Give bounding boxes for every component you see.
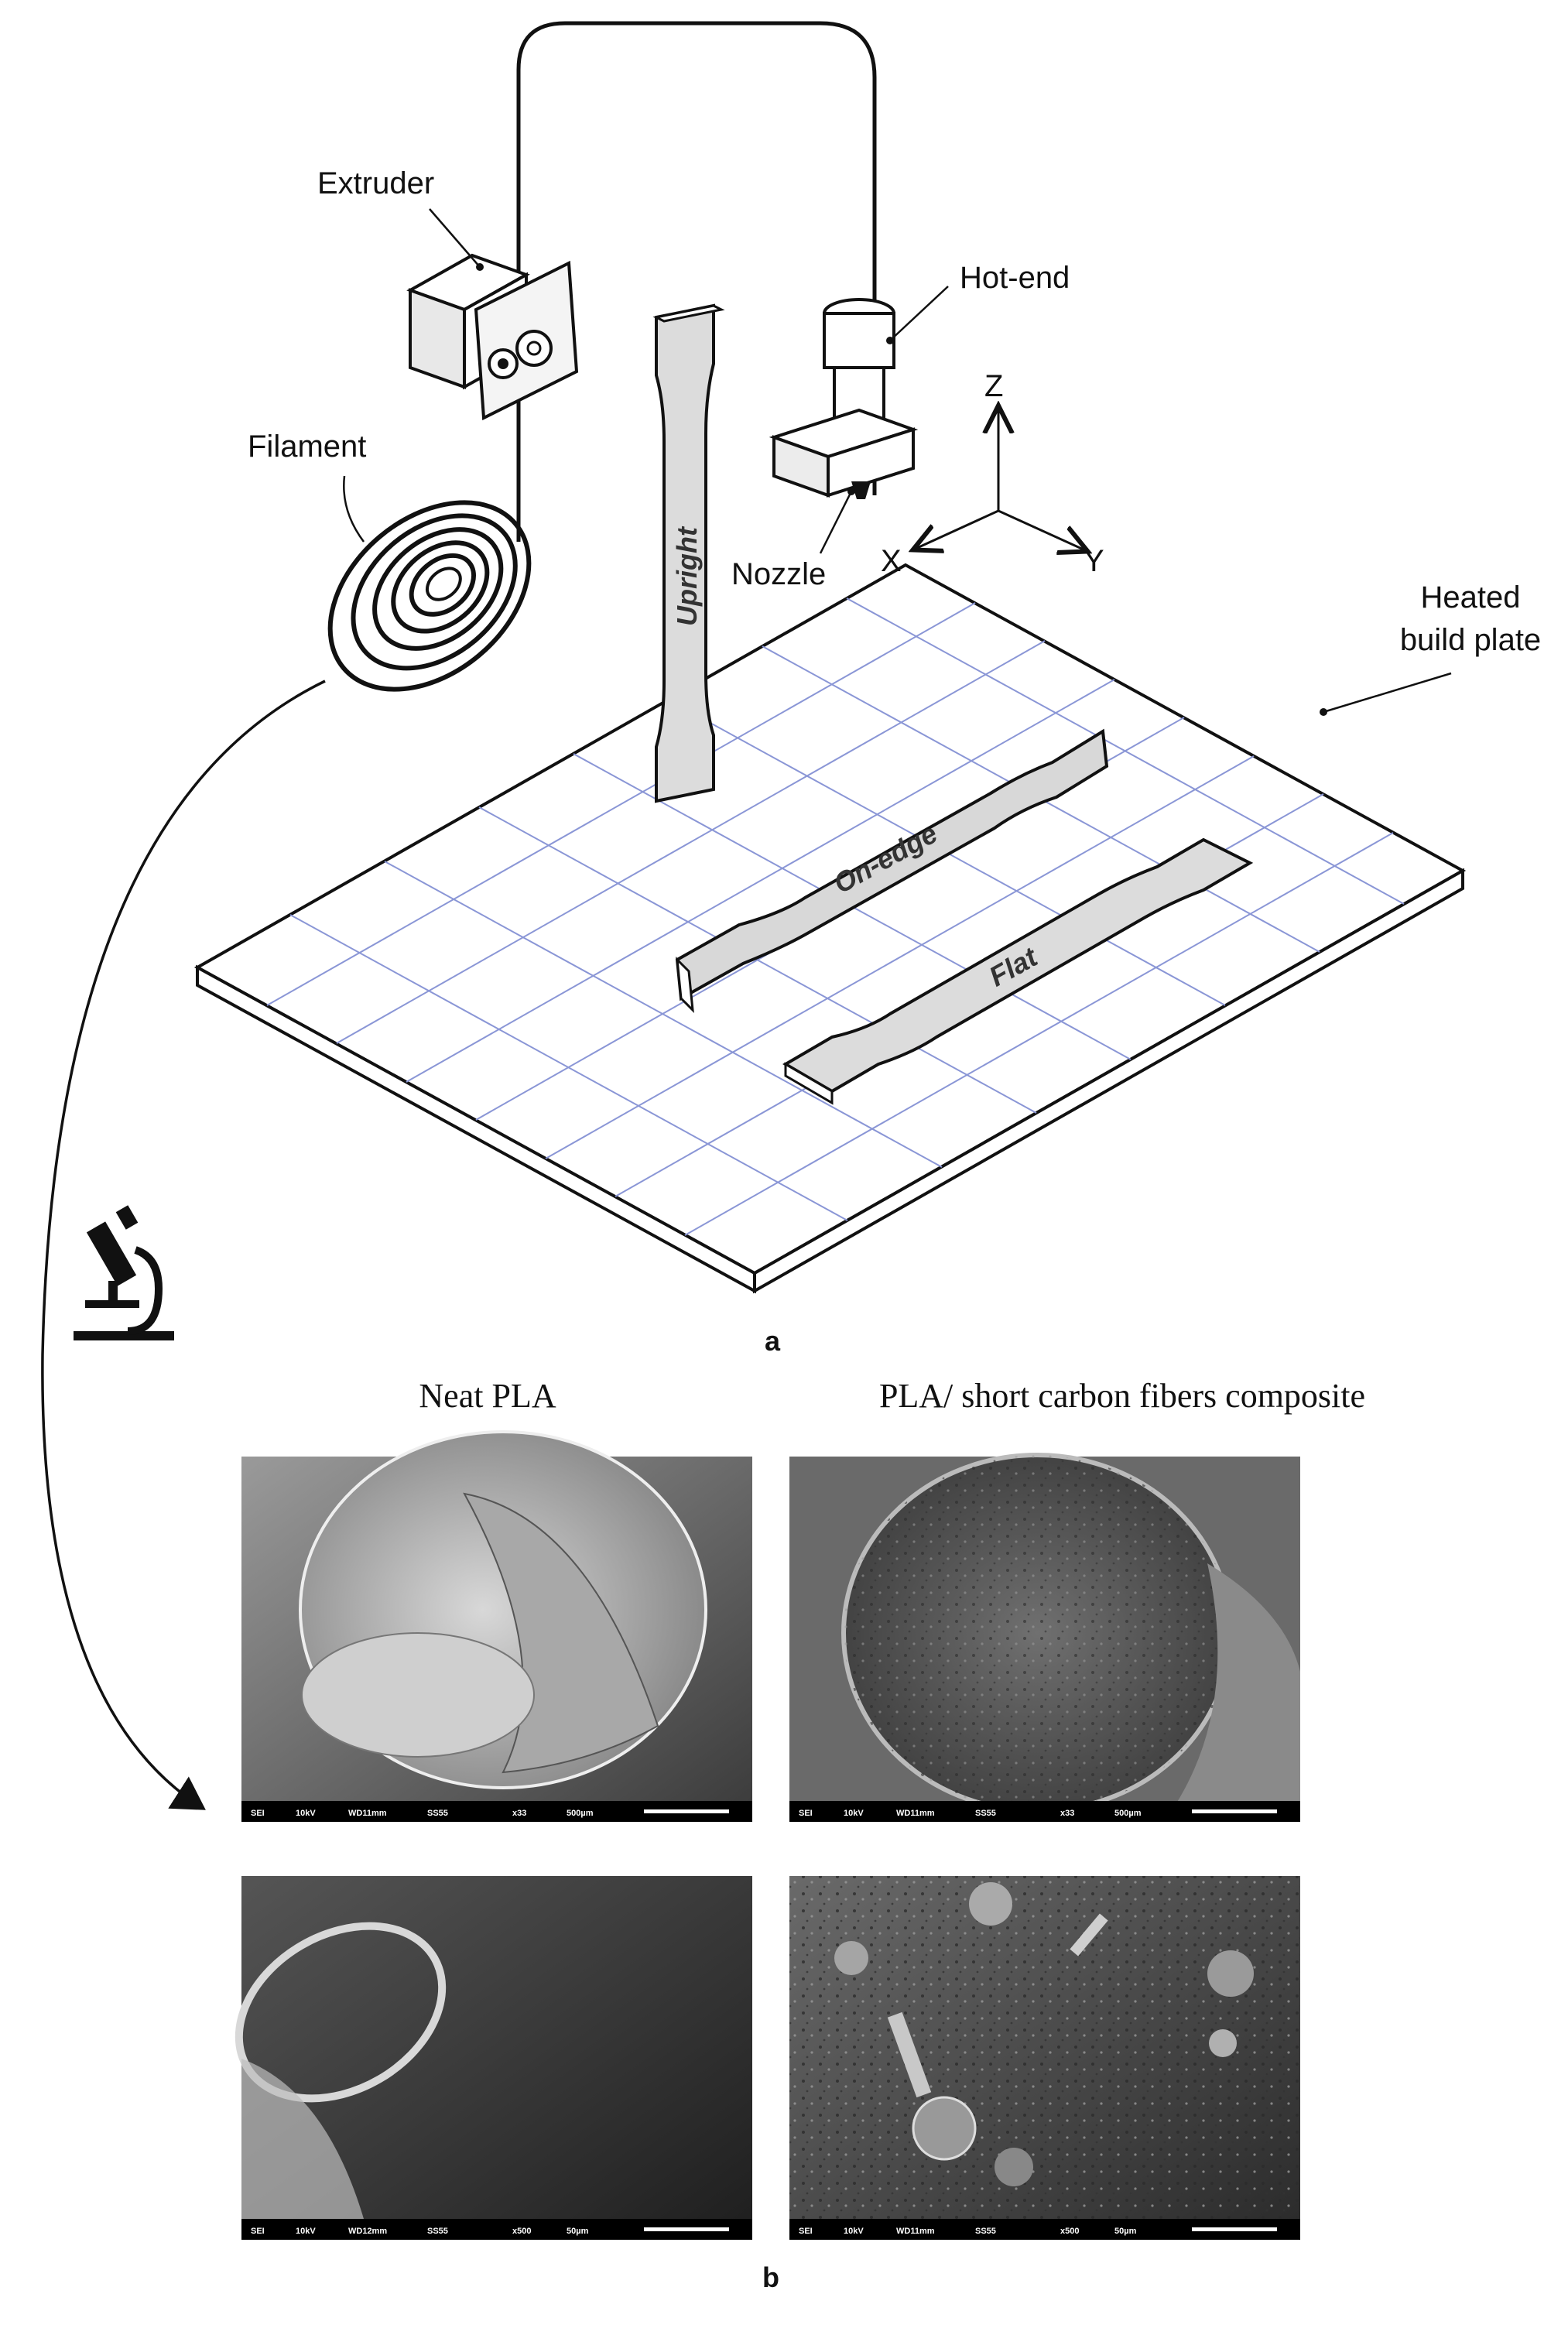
flow-arrow [41, 680, 326, 1810]
sem-bar-text: 500µm [567, 1809, 594, 1818]
sem-bar-text: SS55 [427, 1809, 448, 1818]
sem-bar-text: x33 [512, 1809, 526, 1818]
panel-b-letter: b [762, 2261, 779, 2293]
sem-image-composite-high [789, 1876, 1300, 2240]
sem-bar-text: WD12mm [348, 2227, 387, 2236]
filament-leader [343, 475, 365, 543]
sem-bar-text: SS55 [975, 2227, 996, 2236]
sem-scale-bar [644, 2227, 729, 2231]
sem-bar-text: x500 [512, 2227, 531, 2236]
microscope-icon [74, 1205, 174, 1340]
nozzle-label: Nozzle [731, 557, 826, 591]
hot-end-assembly [769, 298, 919, 499]
sem-bar-text: 10kV [296, 1809, 316, 1818]
sem-bar-text: SEI [251, 2227, 265, 2236]
panel-a-letter: a [765, 1325, 781, 1357]
sem-scale-bar [1192, 1809, 1277, 1813]
panel-b-sem-images: Neat PLA PLA/ short carbon fibers compos… [235, 1377, 1365, 2293]
sem-image-composite-low [789, 1453, 1300, 1822]
z-axis-label: Z [984, 369, 1003, 403]
sem-bar-text: 10kV [844, 2227, 864, 2236]
sem-scale-bar [644, 1809, 729, 1813]
panel-a-printer-diagram: Z X Y [41, 21, 1541, 1810]
col-head-composite: PLA/ short carbon fibers composite [879, 1377, 1365, 1415]
sem-bar-text: 10kV [844, 1809, 864, 1818]
sem-bar-text: SEI [251, 1809, 265, 1818]
x-axis-label: X [881, 544, 902, 578]
build-plate-leader [1323, 672, 1452, 714]
nozzle-leader [819, 491, 853, 554]
sem-bar-text: WD11mm [348, 1809, 387, 1818]
filament-path [516, 21, 877, 542]
filament-label: Filament [248, 430, 366, 464]
sem-image-neat-low [241, 1430, 752, 1822]
hot-end-leader [889, 286, 949, 341]
col-head-neat-pla: Neat PLA [419, 1377, 556, 1415]
sem-bar-text: 50µm [1114, 2227, 1137, 2236]
sem-bar-text: 50µm [567, 2227, 589, 2236]
extruder-unit [406, 253, 579, 421]
heated-label-line1: Heated [1421, 580, 1521, 615]
sem-bar-text: x500 [1060, 2227, 1079, 2236]
sem-bar-text: WD11mm [896, 2227, 935, 2236]
sem-bar-text: x33 [1060, 1809, 1074, 1818]
y-axis-label: Y [1084, 544, 1104, 578]
sem-bar-text: SEI [799, 2227, 813, 2236]
sem-bar-text: WD11mm [896, 1809, 935, 1818]
extruder-leader [429, 208, 481, 268]
sem-bar-text: SS55 [975, 1809, 996, 1818]
coordinate-axes: Z X Y [881, 369, 1104, 578]
sem-image-neat-high [235, 1876, 752, 2240]
specimen-upright: Upright [652, 303, 725, 803]
extruder-label: Extruder [317, 166, 434, 200]
sem-bar-text: 10kV [296, 2227, 316, 2236]
sem-bar-text: SEI [799, 1809, 813, 1818]
heated-label-line2: build plate [1400, 623, 1541, 657]
sem-bar-text: SS55 [427, 2227, 448, 2236]
hot-end-label: Hot-end [960, 261, 1070, 295]
sem-bar-text: 500µm [1114, 1809, 1142, 1818]
specimen-upright-label: Upright [671, 526, 703, 626]
filament-spool [327, 500, 532, 692]
heated-build-plate [193, 563, 1467, 1294]
sem-scale-bar [1192, 2227, 1277, 2231]
